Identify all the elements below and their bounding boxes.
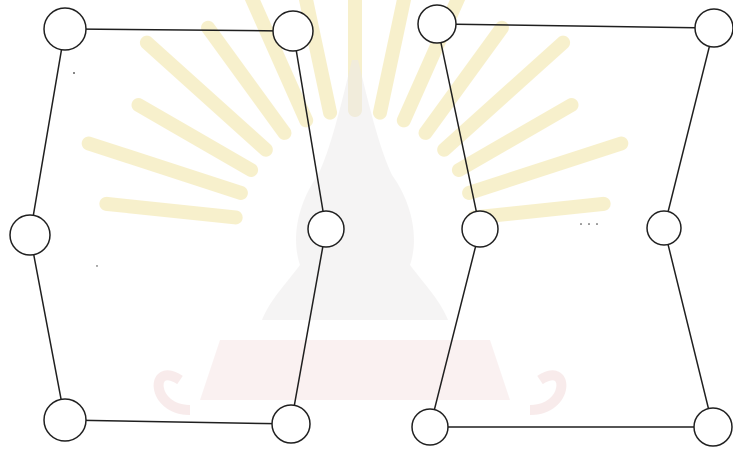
- right-graph-node-top-left: [418, 5, 456, 43]
- watermark-ray: [147, 43, 266, 150]
- left-graph-edge-top-left-to-top-right: [86, 29, 273, 31]
- right-graph-node-bottom-right: [694, 408, 732, 446]
- right-graph-node-middle-right: [647, 211, 681, 245]
- watermark-ray: [380, 0, 407, 113]
- right-graph-node-top-right: [695, 9, 733, 47]
- watermark-ray: [474, 204, 603, 218]
- left-graph-node-middle-right: [308, 211, 344, 247]
- right-graph-node-middle-left: [462, 211, 498, 247]
- left-graph-edge-bottom-left-to-bottom-right: [86, 420, 272, 423]
- stray-speck: [580, 223, 582, 225]
- stray-speck: [596, 223, 598, 225]
- left-graph-node-bottom-left: [44, 399, 86, 441]
- right-graph-edge-top-right-to-middle-right: [668, 46, 709, 211]
- left-graph-edge-middle-left-to-bottom-left: [34, 255, 61, 400]
- watermark-ray: [106, 204, 235, 218]
- right-graph-edge-middle-right-to-bottom-right: [668, 245, 708, 409]
- stray-speck: [588, 223, 590, 225]
- left-graph-node-bottom-right: [272, 405, 310, 443]
- emblem-watermark: [89, 0, 622, 410]
- left-graph-node-top-left: [44, 8, 86, 50]
- left-graph-node-middle-left: [10, 215, 50, 255]
- watermark-ray: [444, 43, 563, 150]
- right-graph-edge-top-left-to-top-right: [456, 24, 695, 27]
- stray-speck: [96, 265, 97, 266]
- left-graph-node-top-right: [273, 11, 313, 51]
- stray-speck: [73, 72, 75, 74]
- left-graph-edge-top-left-to-middle-left: [33, 50, 61, 216]
- right-graph-node-bottom-left: [412, 409, 448, 445]
